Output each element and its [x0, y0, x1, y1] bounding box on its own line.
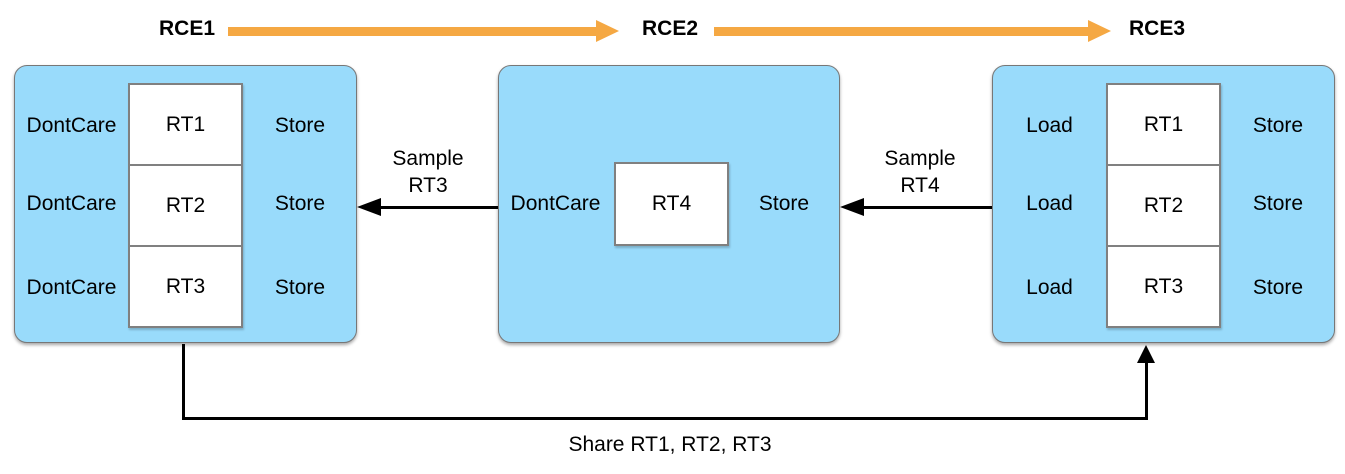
rce1-rt2-box: RT2 — [130, 166, 241, 247]
rce3-rt2-box: RT2 — [1108, 166, 1219, 247]
rce3-rt1-store-action: Store — [1252, 114, 1304, 137]
rce1-rt3-store-action: Store — [274, 276, 326, 299]
sample-rt4-label: Sample RT4 — [849, 145, 991, 199]
rce3-rt1-box: RT1 — [1108, 85, 1219, 166]
rce1-rt1-store-action: Store — [274, 114, 326, 137]
sample-rt4-label-line2: RT4 — [900, 174, 940, 197]
rce1-rt2-load-action: DontCare — [26, 192, 117, 215]
rce3-block: Load Load Load RT1 RT2 RT3 Store Store S… — [992, 65, 1335, 343]
sample-rt4-label-line1: Sample — [884, 147, 956, 170]
sample-rt3-label-line2: RT3 — [408, 174, 448, 197]
share-label: Share RT1, RT2, RT3 — [568, 433, 772, 456]
rce3-render-target-stack: RT1 RT2 RT3 — [1106, 83, 1221, 328]
rce1-rt1-box: RT1 — [130, 85, 241, 166]
timeline-arrow-1-head-icon — [596, 20, 619, 42]
sample-rt3-arrow-line — [380, 206, 498, 209]
rce3-rt2-store-action: Store — [1252, 192, 1304, 215]
rce2-rt4-box: RT4 — [614, 162, 729, 246]
sample-rt3-label: Sample RT3 — [357, 145, 499, 199]
rce1-rt3-load-action: DontCare — [26, 276, 117, 299]
rce2-rt4-load-action: DontCare — [510, 192, 601, 215]
stage-label-rce1: RCE1 — [158, 17, 216, 40]
rce3-rt3-box: RT3 — [1143, 274, 1184, 298]
rce1-rt1-load-action: DontCare — [26, 114, 117, 137]
share-arrow-left-segment — [182, 344, 185, 420]
timeline-arrow-1-bar — [228, 27, 596, 36]
sample-rt3-arrowhead-icon — [357, 198, 381, 216]
rce3-rt2-load-action: Load — [1026, 192, 1073, 215]
sample-rt4-arrowhead-icon — [840, 198, 864, 216]
stage-label-rce3: RCE3 — [1128, 17, 1186, 40]
rce1-rt2-store-action: Store — [274, 192, 326, 215]
share-arrow-right-segment — [1145, 361, 1148, 420]
rce2-block: DontCare RT4 Store — [498, 65, 840, 343]
rce1-render-target-stack: RT1 RT2 RT3 — [128, 83, 243, 328]
rce2-rt4-store-action: Store — [758, 192, 810, 215]
sample-rt3-label-line1: Sample — [392, 147, 464, 170]
timeline-arrow-2-bar — [714, 27, 1088, 36]
rce1-rt3-box: RT3 — [165, 274, 206, 298]
rce1-block: DontCare DontCare DontCare RT1 RT2 RT3 S… — [14, 65, 357, 343]
rce3-rt3-load-action: Load — [1026, 276, 1073, 299]
timeline-arrow-2-head-icon — [1088, 20, 1111, 42]
rce3-rt3-store-action: Store — [1252, 276, 1304, 299]
share-arrow-bottom-segment — [182, 417, 1148, 420]
stage-label-rce2: RCE2 — [641, 17, 699, 40]
rce3-rt1-load-action: Load — [1026, 114, 1073, 137]
share-arrowhead-icon — [1137, 345, 1155, 363]
sample-rt4-arrow-line — [863, 206, 992, 209]
